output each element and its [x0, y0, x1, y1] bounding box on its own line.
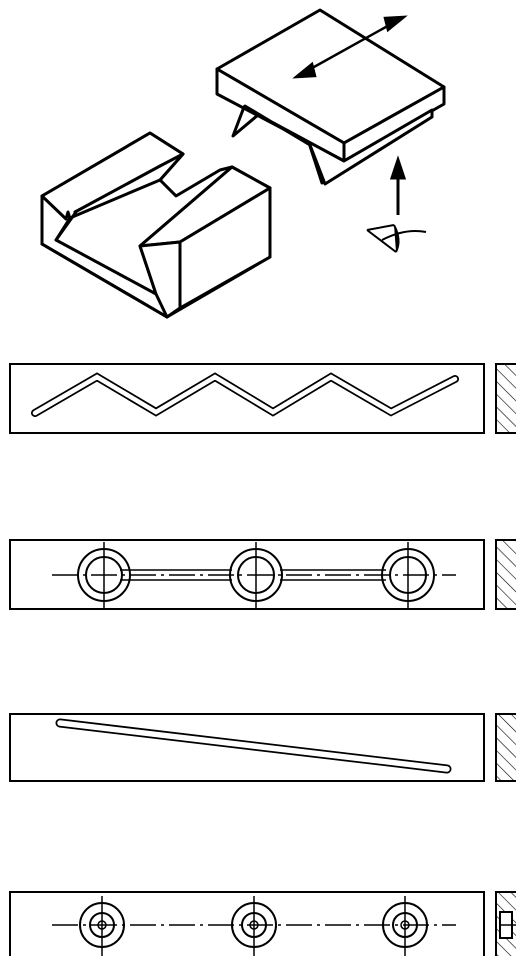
zigzag-groove-inner: [32, 374, 458, 416]
view-2-holes: [9, 539, 516, 610]
view-3-diagonal: [9, 713, 516, 782]
view-2-section: [495, 539, 516, 610]
view-1-zigzag: [9, 363, 516, 434]
view-direction-arrow: [389, 155, 407, 215]
counterbore-3: [382, 896, 428, 956]
view-3-section: [495, 713, 516, 782]
hole-3: [381, 542, 435, 608]
double-arrow-icon: [292, 15, 408, 79]
diagonal-groove-inner: [57, 720, 450, 772]
view-1-section: [495, 363, 516, 434]
counterbore-1: [79, 896, 125, 956]
dovetail-base-piece: [40, 131, 272, 319]
eye-icon: [366, 224, 427, 253]
dovetail-slide-piece: [215, 8, 446, 186]
counterbore-2: [231, 896, 277, 956]
view-4-section: [495, 891, 516, 956]
hole-1: [77, 542, 131, 608]
hole-2: [229, 542, 283, 608]
view-4-counterbores: [9, 891, 516, 956]
